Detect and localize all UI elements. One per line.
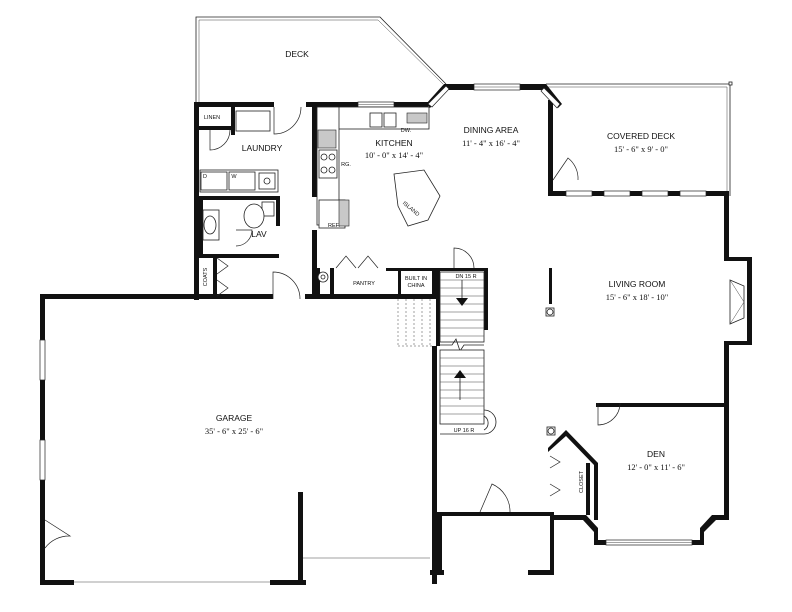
washer-label: W [231,174,237,180]
stairs [397,271,497,435]
garage-dim: 35' - 6" x 25' - 6" [205,426,263,436]
rg-label: RG. [341,162,351,168]
stairs-down-label: DN 15 R [455,274,476,280]
deck-label: DECK [285,49,309,59]
coats-label: COATS [203,267,209,286]
closet-label: CLOSET [579,470,585,493]
deck-outline [195,16,447,104]
labels: DECK LINEN LAUNDRY KITCHEN 10' - 0" x 14… [203,49,685,493]
covered-deck-dim: 15' - 6" x 9' - 0" [614,144,668,154]
dining-dim: 11' - 4" x 16' - 4" [462,138,520,148]
dryer-label: D [203,174,207,180]
laundry-fixtures [199,110,329,283]
den-dim: 12' - 0" x 11' - 6" [627,462,685,472]
laundry-label: LAUNDRY [242,143,283,153]
kitchen-fixtures [316,106,441,229]
kitchen-label: KITCHEN [375,138,412,148]
china-label-2: CHINA [407,283,424,289]
covered-deck-outline [546,81,733,196]
living-dim: 15' - 6" x 18' - 10" [606,292,668,302]
garage-label: GARAGE [216,413,253,423]
china-label-1: BUILT IN [405,276,427,282]
windows [39,83,745,583]
kitchen-dim: 10' - 0" x 14' - 4" [365,150,423,160]
dw-label: DW. [401,128,412,134]
lav-label: LAV [251,229,267,239]
living-label: LIVING ROOM [609,279,666,289]
dining-label: DINING AREA [464,125,519,135]
ref-label: REF. [328,223,340,229]
linen-label: LINEN [204,115,220,121]
doors [44,106,621,549]
covered-deck-label: COVERED DECK [607,131,675,141]
pantry-label: PANTRY [353,281,375,287]
interior-walls [199,107,726,520]
stairs-up-label: UP 16 R [454,428,475,434]
den-label: DEN [647,449,665,459]
